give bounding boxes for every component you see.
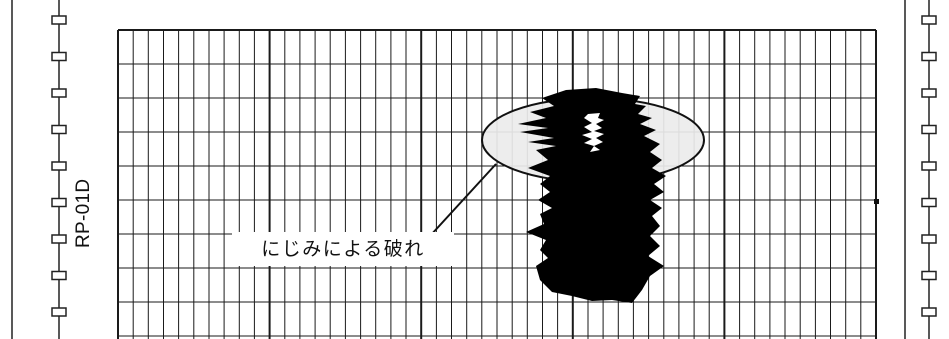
ink-bleed-tear-icon (518, 88, 666, 303)
sprocket-hole-icon (51, 307, 67, 317)
callout-leader-line (429, 163, 497, 237)
sprocket-hole-icon (51, 161, 67, 171)
sprocket-hole-icon (921, 88, 937, 98)
sprocket-hole-icon (51, 197, 67, 208)
right-sprocket-strip (921, 0, 937, 339)
sprocket-hole-icon (51, 51, 67, 62)
chart-grid (117, 29, 877, 339)
sprocket-hole-icon (51, 88, 67, 98)
tear-hole (582, 113, 604, 152)
sprocket-hole-icon (921, 197, 937, 208)
sprocket-hole-icon (51, 270, 67, 281)
sprocket-hole-icon (51, 124, 67, 135)
callout-label: にじみによる破れ (232, 232, 454, 266)
left-sprocket-strip (51, 0, 67, 339)
sprocket-hole-icon (51, 234, 67, 244)
sprocket-hole-icon (921, 124, 937, 135)
sprocket-hole-icon (921, 234, 937, 244)
sprocket-hole-icon (921, 15, 937, 25)
sprocket-hole-icon (51, 15, 67, 25)
model-label: RP-01D (73, 178, 94, 248)
sprocket-hole-icon (921, 307, 937, 317)
sprocket-hole-icon (921, 161, 937, 171)
sprocket-hole-icon (921, 51, 937, 62)
right-border-tick (874, 199, 879, 204)
sprocket-hole-icon (921, 270, 937, 281)
